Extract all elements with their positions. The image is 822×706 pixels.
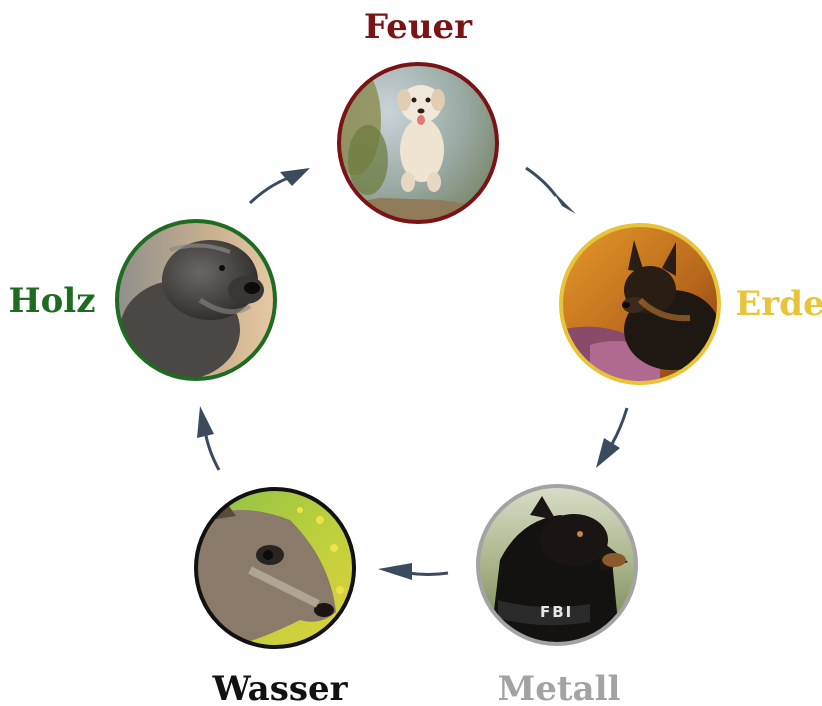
node-erde-ring [559, 223, 721, 385]
shepherd-mix-photo [196, 489, 354, 647]
node-holz-ring [115, 219, 277, 381]
wirehaired-dachshund-photo [117, 221, 275, 379]
label-wasser: Wasser [211, 669, 348, 706]
arrow-erde-to-metall [596, 407, 629, 468]
label-erde: Erde [735, 284, 822, 324]
label-holz: Holz [8, 281, 95, 321]
cycle-arrows [197, 166, 629, 580]
arrow-wasser-to-holz [197, 406, 221, 471]
arrow-holz-to-feuer [248, 168, 310, 205]
dog-running-photo [339, 64, 497, 222]
collar-lettering: FBI [540, 603, 573, 621]
node-holz [115, 219, 277, 381]
node-wasser-ring [194, 487, 356, 649]
node-metall: FBI [476, 484, 638, 646]
label-feuer: Feuer [364, 7, 473, 47]
node-feuer-ring [337, 62, 499, 224]
node-metall-ring [476, 484, 638, 646]
arrow-metall-to-wasser [378, 563, 449, 580]
doberman-fbi-collar-photo [478, 486, 636, 644]
node-feuer [337, 62, 499, 224]
node-erde [559, 223, 721, 385]
node-wasser [194, 487, 356, 649]
label-metall: Metall [498, 669, 621, 706]
arrow-feuer-to-erde [525, 166, 576, 214]
